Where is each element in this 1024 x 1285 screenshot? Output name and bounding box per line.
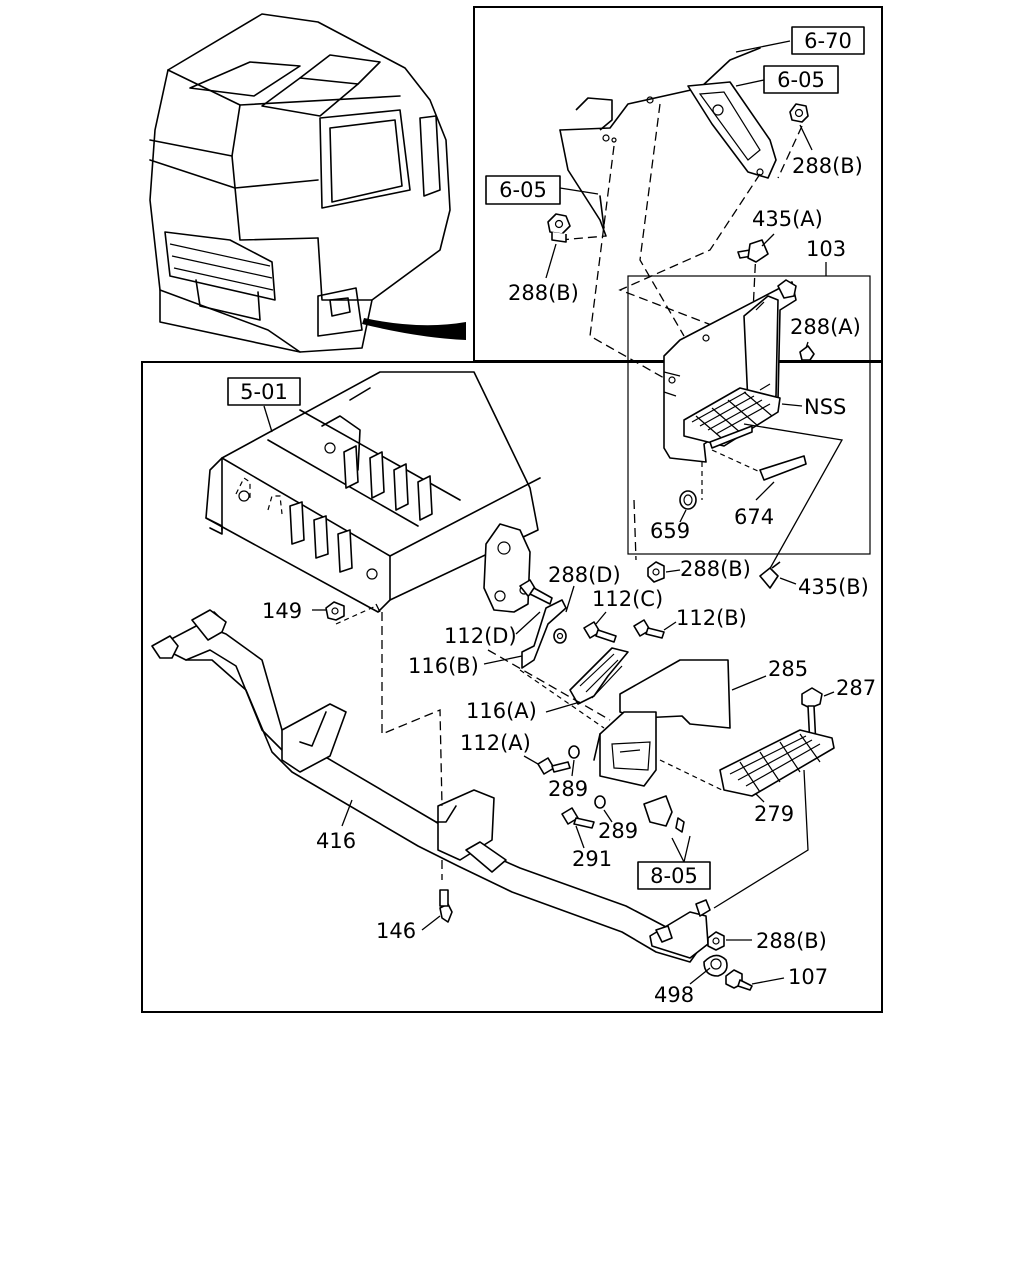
callout-nss: NSS [804,395,846,419]
grommet-659 [679,490,697,510]
callout-279: 279 [754,802,794,826]
callout-116a: 116(A) [466,699,537,723]
step-assembly-box [627,275,871,555]
bolt-435b [759,561,781,589]
bolt-107 [725,969,753,991]
crossmember-416 [151,609,711,963]
strip-674 [759,455,807,481]
callout-112c: 112(C) [592,587,663,611]
callout-288b-1: 288(B) [792,154,863,178]
bolt-146 [439,889,453,923]
callout-107: 107 [788,965,828,989]
ref-605-left-label: 6-05 [499,178,547,202]
callout-287: 287 [836,676,876,700]
callout-112d: 112(D) [444,624,517,648]
truck-cab-icon [149,13,466,353]
step-assembly-icon [663,279,797,463]
bolt-112c [583,621,617,643]
ref-box-605-left [485,175,561,205]
ref-box-605-upper [763,65,839,94]
main-frame [141,361,883,1013]
callout-659: 659 [650,519,690,543]
step-plate-279 [719,729,835,797]
nut-149 [325,601,345,621]
callout-435a: 435(A) [752,207,823,231]
callout-288d: 288(D) [548,563,621,587]
callout-288a: 288(A) [790,315,861,339]
callout-112b: 112(B) [676,606,747,630]
bolt-112b [633,619,665,639]
bolt-291 [561,807,595,829]
callout-146: 146 [376,919,416,943]
callout-288b-4: 288(B) [756,929,827,953]
nut-288b-top [789,103,809,123]
washer-288d [553,628,567,644]
callout-116b: 116(B) [408,654,479,678]
step-bracket-icon [569,647,731,787]
clamp-498 [703,954,728,977]
ref-805-label: 8-05 [650,864,698,888]
callout-288b-3: 288(B) [680,557,751,581]
callout-498: 498 [654,983,694,1007]
callout-285: 285 [768,657,808,681]
mounting-panel-group [559,47,777,237]
callout-674: 674 [734,505,774,529]
callout-289-upper: 289 [548,777,588,801]
bolt-435a [737,239,769,263]
callout-435b: 435(B) [798,575,869,599]
ref-605-upper-label: 6-05 [777,68,825,92]
ref-box-805 [637,861,711,890]
callout-289-lower: 289 [598,819,638,843]
nut-288b-pipe [707,931,725,951]
bracket-116b [521,599,567,669]
bracket-plate-icon [483,523,531,613]
bolt-288d [519,579,553,605]
callout-103: 103 [806,237,846,261]
nut-288b-left [547,213,571,243]
callout-112a: 112(A) [460,731,531,755]
callout-288b-2: 288(B) [508,281,579,305]
callout-291: 291 [572,847,612,871]
ref-670-label: 6-70 [804,29,852,53]
bolt-112a [537,757,571,775]
callout-149: 149 [262,599,302,623]
washer-289-lower [594,795,606,809]
cover-plate-icon [643,795,685,833]
chassis-frame-icon [205,371,541,613]
ref-box-501 [227,377,301,406]
ref-box-670 [791,26,865,55]
ref-501-label: 5-01 [240,380,288,404]
washer-289-upper [568,745,580,759]
clip-288a [799,345,815,361]
nut-288b-step [647,561,665,583]
callout-416: 416 [316,829,356,853]
